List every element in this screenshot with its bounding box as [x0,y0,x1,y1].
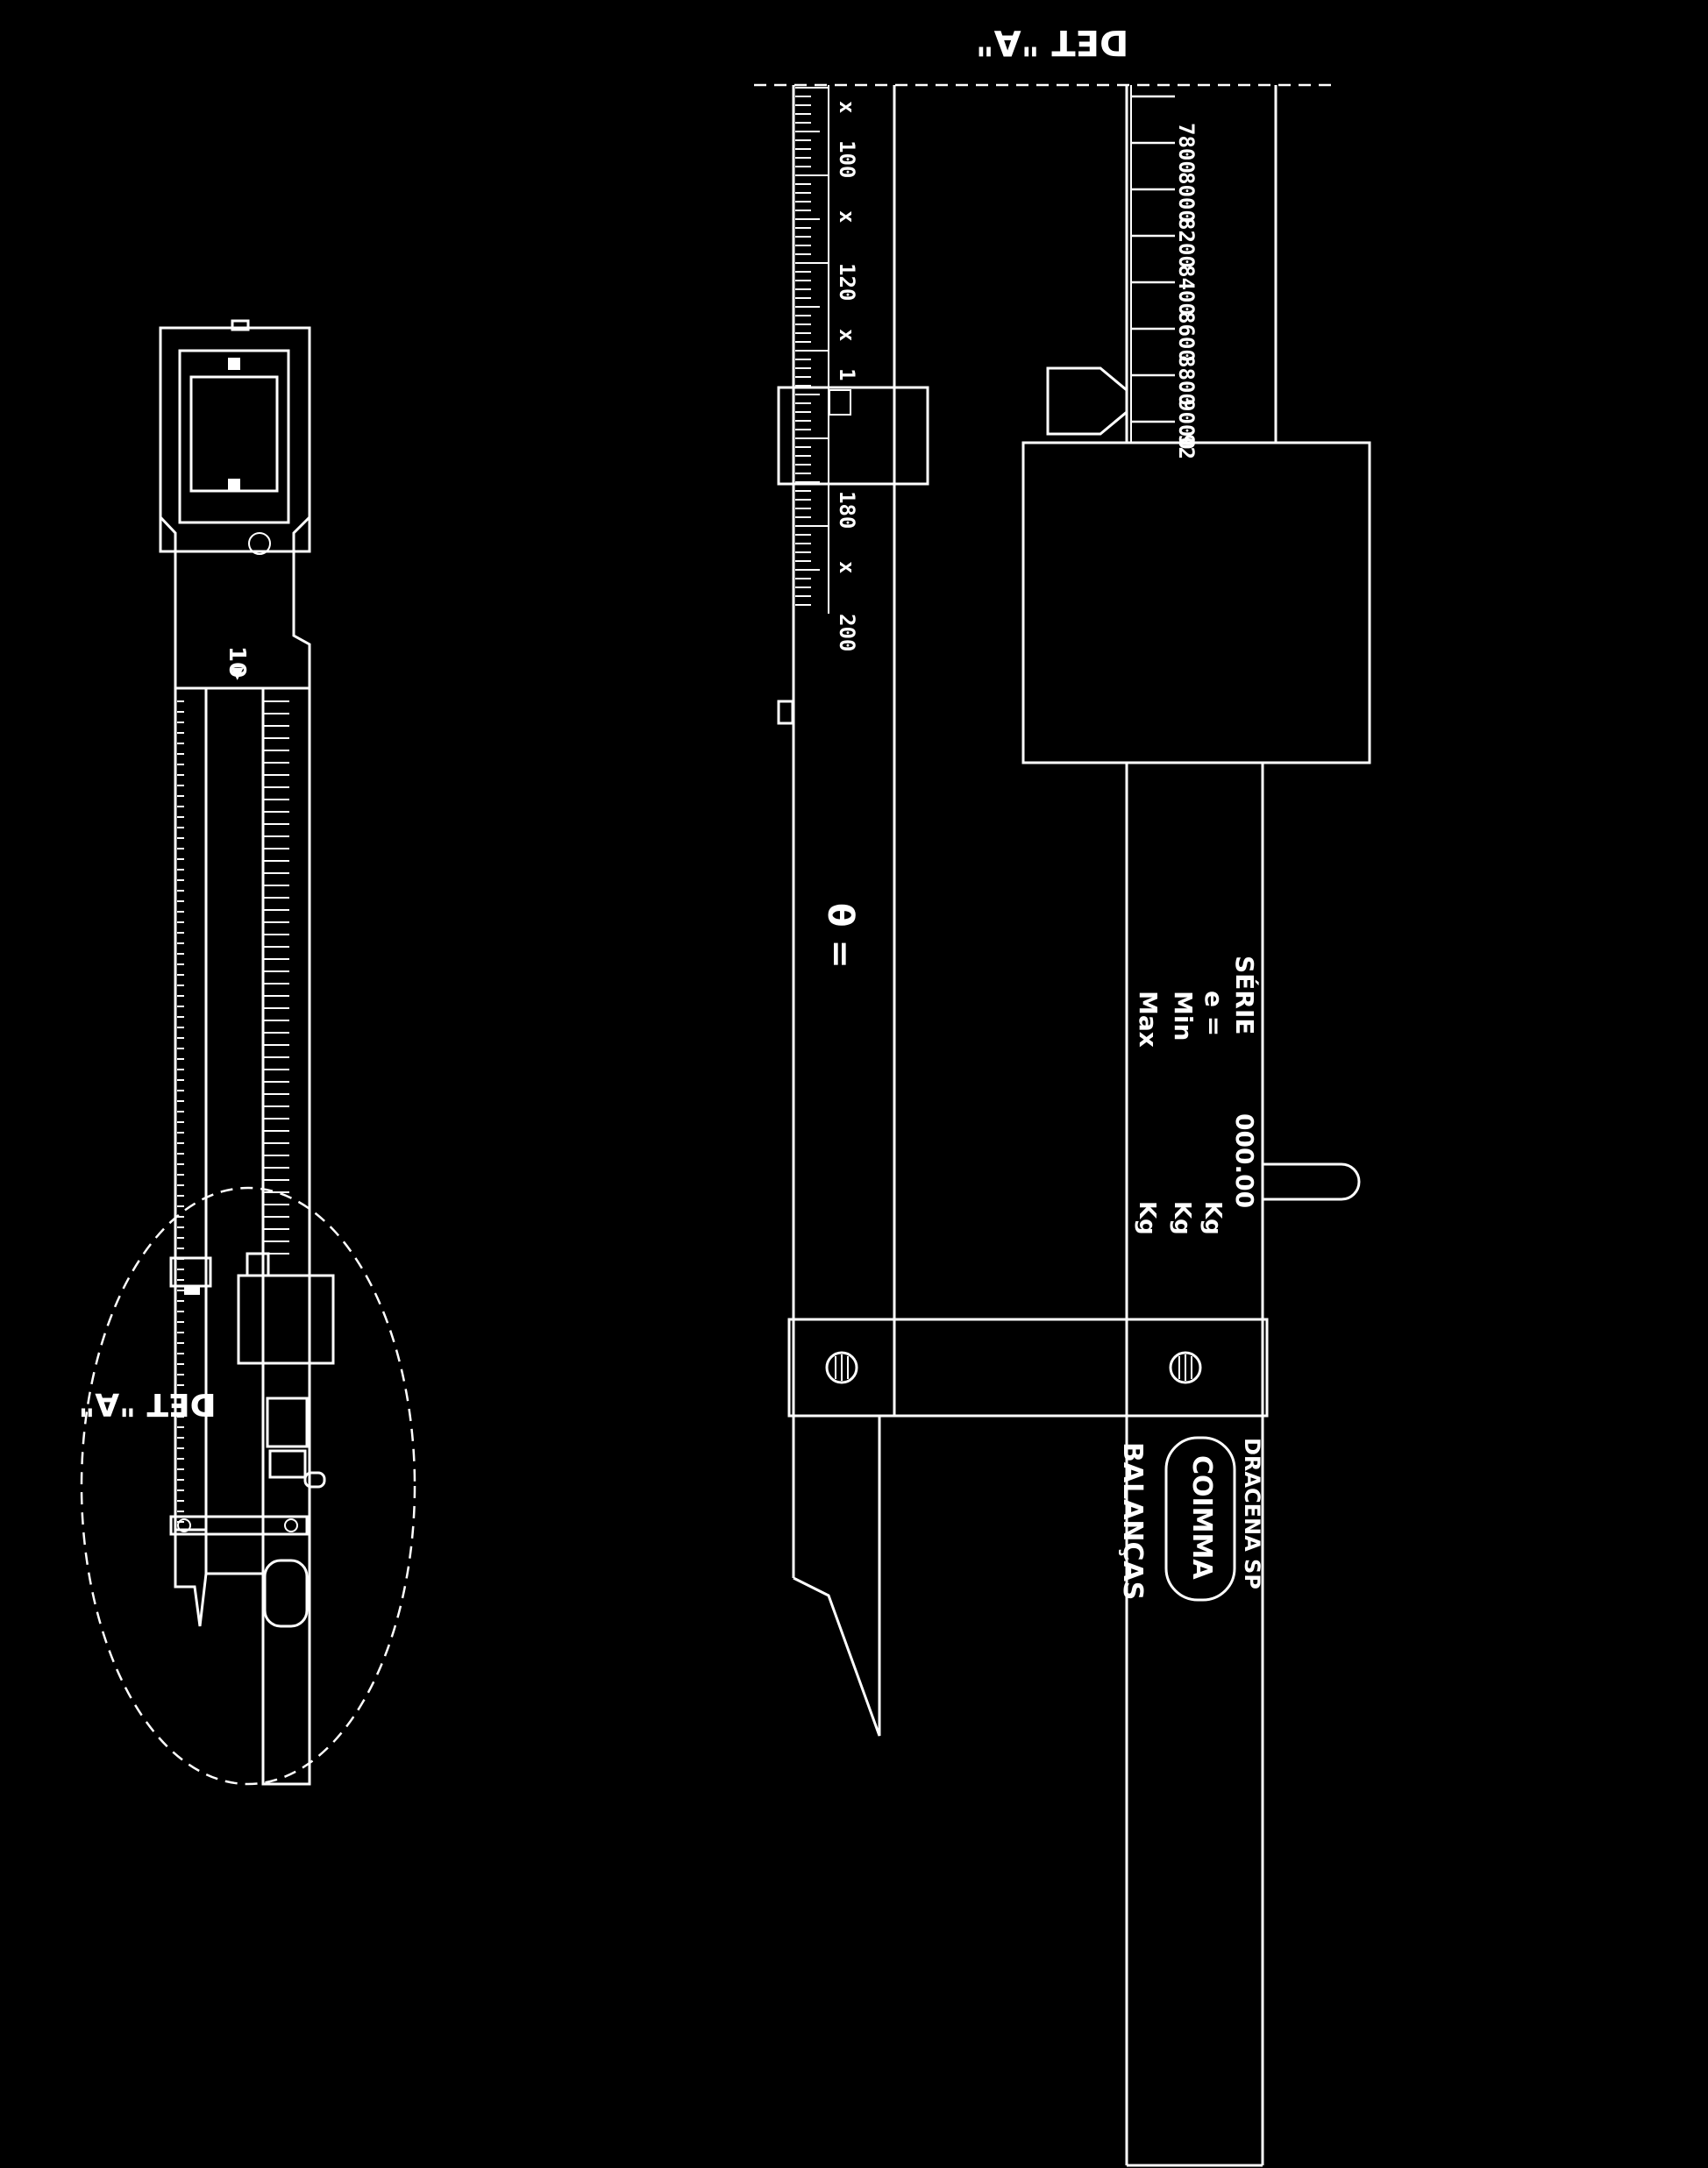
large-poise-pointer [246,1252,270,1277]
kg-unit-1: Kg [1134,1201,1160,1235]
number-ten: 10 [224,646,250,678]
small-poise [169,1256,212,1288]
pivot-circle [248,532,271,555]
rest-stop [777,700,794,725]
small-poise-pointer [184,1286,200,1295]
upper-label-1: 1 [835,368,859,380]
top-hook [231,319,250,331]
bolt-left-icon [825,1351,858,1384]
upper-sep-1: x [835,561,859,573]
arrow-icon: ▶ [229,668,247,680]
poise-pointer [1046,366,1128,436]
bar-bolt-left [177,1518,191,1532]
theta-label: θ = [820,903,860,969]
lower-label-8000: 8000 [1174,172,1199,223]
upper-scale-labels: 200 x 180 1 x 120 x 100 x [835,101,859,651]
upper-label-120: 120 [835,263,859,301]
serie-label: SÉRIE [1230,956,1260,1034]
lower-label-8200: 8200 [1174,217,1199,268]
detail-view: DET "A" 200 x 180 1 x 120 x 100 x θ = [754,22,1371,2167]
cell-clip-top [228,358,240,370]
cell-clip-bottom [228,479,240,491]
bar-bolt-right [284,1518,298,1532]
upper-label-100: 100 [835,140,859,178]
brand-line-1: BALANÇAS [1117,1442,1148,1600]
load-cell [189,375,279,493]
head-window [178,349,290,524]
lower-label-8400: 8400 [1174,265,1199,316]
neck-left [159,515,177,688]
beam-gap [204,686,265,1575]
upper-sep-4: x [835,101,859,113]
beam-tip [174,1530,208,1627]
brand-line-2: DRACENA SP [1240,1438,1264,1589]
brand-logo-oval [1164,1436,1236,1602]
min-label: Min [1169,991,1198,1041]
upper-scale-ticks [795,87,829,606]
adjust-knob-detail [1263,1162,1361,1201]
max-label: Max [1134,991,1163,1048]
lower-label-7800: 7800 [1174,123,1199,174]
brand-oval-small [263,1559,309,1628]
lower-label-92: 92 [1174,434,1199,459]
upper-beam-ticks [177,700,184,1523]
upper-sep-3: x [835,210,859,223]
upper-sep-2: x [835,329,859,341]
small-poise-detail [777,386,929,486]
mechanism-block [266,1397,309,1448]
upper-label-200: 200 [835,614,859,651]
bolt-right-icon [1169,1351,1202,1384]
lower-label-8600: 8600 [1174,311,1199,362]
upper-label-180: 180 [835,491,859,529]
cross-bar-detail [787,1318,1269,1418]
lower-scale-labels: 92 9000 8800 8600 8400 8200 8000 7800 [1174,123,1199,459]
brand-logo-text: COIMMA [1186,1455,1217,1580]
detail-title: DET "A" [976,22,1128,62]
detail-ellipse [80,1186,416,1786]
plate-value: 000.00 [1230,1113,1259,1208]
large-poise [237,1274,335,1365]
lower-label-9000: 9000 [1174,399,1199,450]
e-label: e = [1199,991,1228,1036]
lower-scale-ticks [1131,95,1175,423]
mechanism-block-2 [268,1449,307,1479]
cross-bar [169,1515,309,1536]
lower-label-8800: 8800 [1174,355,1199,406]
overview-scale: 10 ▶ DET "A" [79,319,416,1786]
neck-right [292,515,311,688]
small-poise-window [829,389,851,416]
head-frame [159,326,311,553]
detail-callout-label: DET "A" [79,1386,217,1422]
adjust-knob [303,1471,326,1489]
upper-bar-tip [793,1416,881,1737]
large-poise-detail [1021,441,1371,764]
kg-unit-3: Kg [1199,1201,1226,1235]
kg-unit-2: Kg [1169,1201,1195,1235]
rack-teeth [263,700,289,1255]
